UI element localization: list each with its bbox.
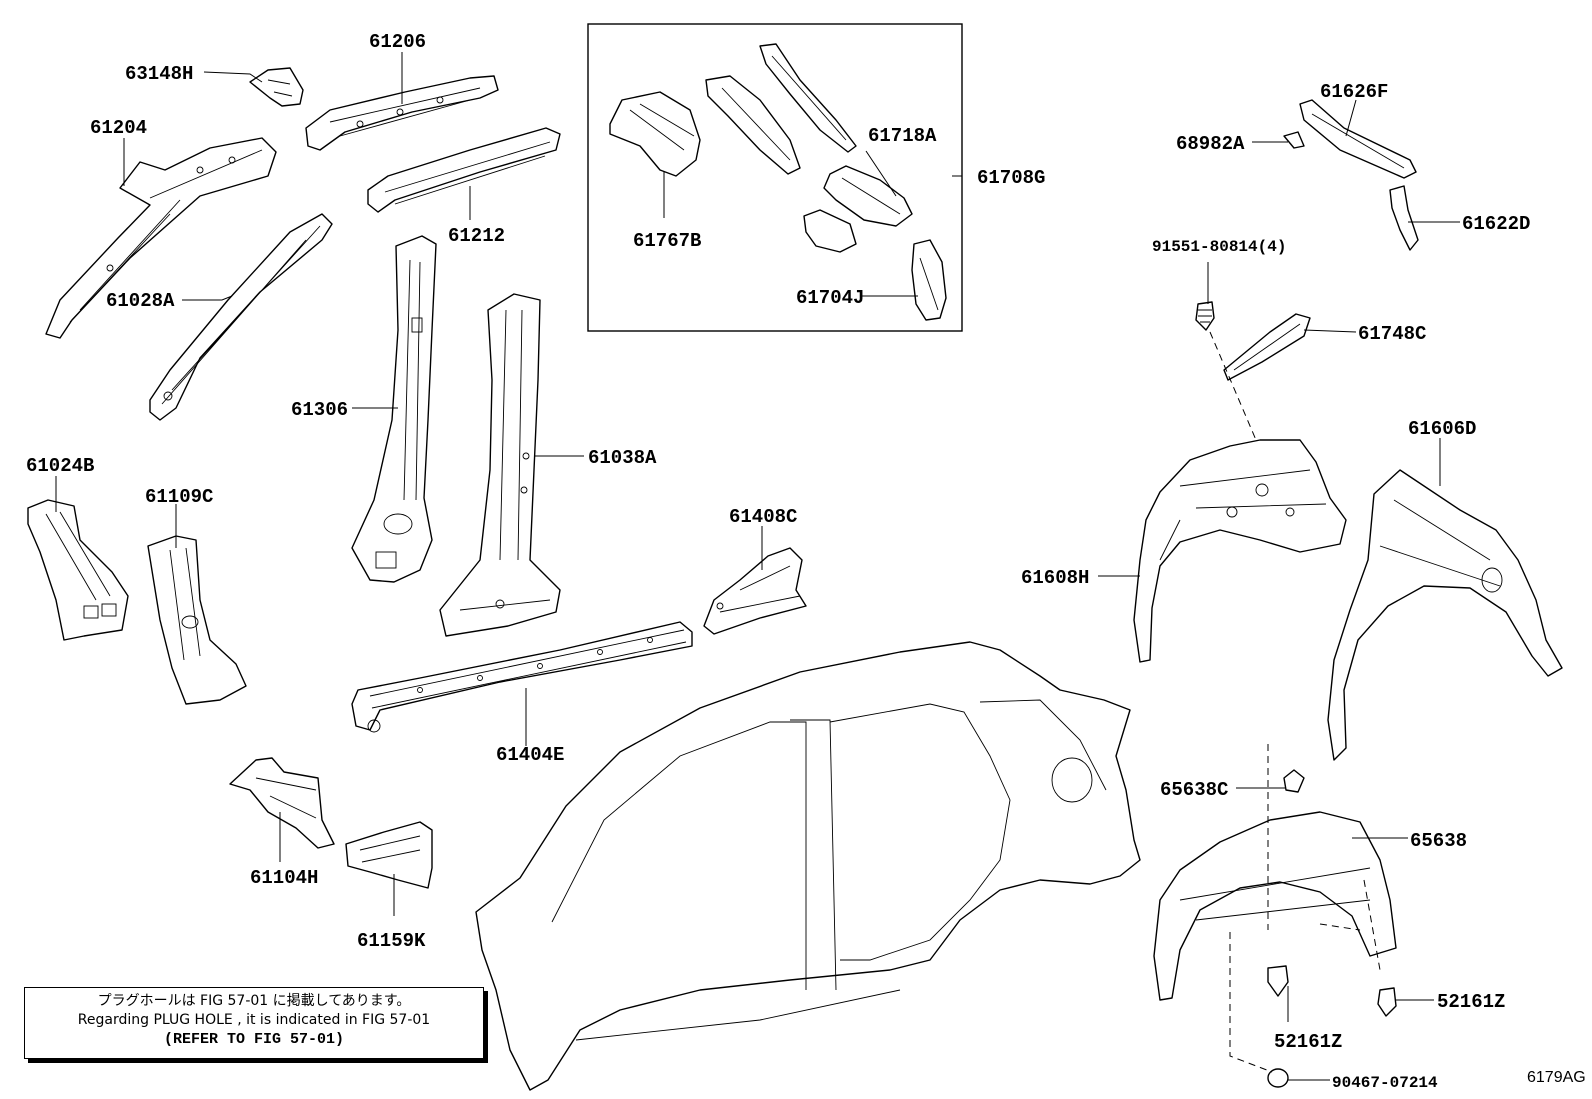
note-line-english: Regarding PLUG HOLE , it is indicated in… <box>77 1012 431 1028</box>
part-61024B[interactable] <box>27 499 129 641</box>
group-box-61708G <box>587 23 963 332</box>
label-61212[interactable]: 61212 <box>448 225 505 247</box>
label-61038A[interactable]: 61038A <box>588 447 657 469</box>
figure-id: 6179AG <box>1527 1069 1586 1086</box>
part-91551-bolt[interactable] <box>1195 301 1215 331</box>
label-65638[interactable]: 65638 <box>1410 830 1467 852</box>
leader-lines <box>55 24 1460 1081</box>
part-52161Z-b[interactable] <box>1377 987 1397 1017</box>
label-61028A[interactable]: 61028A <box>106 290 175 312</box>
part-61748C[interactable] <box>1223 313 1311 381</box>
label-61109C[interactable]: 61109C <box>145 486 213 508</box>
note-line-japanese: プラグホールは FIG 57-01 に掲載してあります。 <box>97 993 411 1009</box>
part-61404E[interactable] <box>351 621 693 733</box>
part-65638C[interactable] <box>1283 769 1305 793</box>
label-61408C[interactable]: 61408C <box>729 506 797 528</box>
part-side-body-outer[interactable] <box>475 641 1141 1091</box>
label-52161Z-a[interactable]: 52161Z <box>1274 1031 1342 1053</box>
label-61204[interactable]: 61204 <box>90 117 147 139</box>
label-52161Z-b[interactable]: 52161Z <box>1437 991 1505 1013</box>
part-61109C[interactable] <box>147 535 247 705</box>
part-61408C[interactable] <box>703 547 807 635</box>
part-61206[interactable] <box>305 75 499 151</box>
part-61767B[interactable] <box>609 91 701 177</box>
part-61718A[interactable] <box>823 165 913 227</box>
label-61206[interactable]: 61206 <box>369 31 426 53</box>
label-61404E[interactable]: 61404E <box>496 744 564 766</box>
label-61718A[interactable]: 61718A <box>868 125 937 147</box>
label-61704J[interactable]: 61704J <box>796 287 864 309</box>
part-61306[interactable] <box>351 235 437 583</box>
label-65638C[interactable]: 65638C <box>1160 779 1228 801</box>
label-61104H[interactable]: 61104H <box>250 867 318 889</box>
label-61306[interactable]: 61306 <box>291 399 348 421</box>
label-61767B[interactable]: 61767B <box>633 230 701 252</box>
part-61028A[interactable] <box>149 213 333 421</box>
part-52161Z-a[interactable] <box>1267 965 1289 997</box>
part-61212[interactable] <box>367 127 561 213</box>
plug-hole-note: プラグホールは FIG 57-01 に掲載してあります。 Regarding P… <box>24 987 484 1059</box>
label-61159K[interactable]: 61159K <box>357 930 426 952</box>
label-91551-80814[interactable]: 91551-80814(4) <box>1152 238 1286 256</box>
part-61718A-upper1[interactable] <box>705 75 801 175</box>
part-61704J[interactable] <box>911 239 947 321</box>
label-61608H[interactable]: 61608H <box>1021 567 1089 589</box>
part-61718A-upper2[interactable] <box>759 43 857 153</box>
assembly-dashed-lines <box>1209 331 1381 1073</box>
part-61718A-lower[interactable] <box>803 209 857 253</box>
label-68982A[interactable]: 68982A <box>1176 133 1245 155</box>
part-65638[interactable] <box>1153 811 1397 1001</box>
part-61204[interactable] <box>45 137 277 339</box>
label-61626F[interactable]: 61626F <box>1320 81 1388 103</box>
part-61608H[interactable] <box>1133 439 1347 663</box>
part-68982A[interactable] <box>1283 131 1305 149</box>
part-61159K[interactable] <box>345 821 433 889</box>
part-61626F[interactable] <box>1299 99 1417 179</box>
label-61748C[interactable]: 61748C <box>1358 323 1426 345</box>
label-61024B[interactable]: 61024B <box>26 455 94 477</box>
label-61708G[interactable]: 61708G <box>977 167 1045 189</box>
part-61606D[interactable] <box>1327 469 1563 761</box>
label-63148H[interactable]: 63148H <box>125 63 193 85</box>
part-61104H[interactable] <box>229 757 335 849</box>
note-reference-link[interactable]: (REFER TO FIG 57-01) <box>163 1031 345 1048</box>
part-61622D[interactable] <box>1389 185 1419 251</box>
part-63148H[interactable] <box>249 67 304 107</box>
part-labels: 63148H 61206 61204 61212 61028A 61306 61… <box>26 31 1530 1092</box>
label-90467-07214[interactable]: 90467-07214 <box>1332 1074 1438 1092</box>
part-90467-clip[interactable] <box>1267 1068 1289 1088</box>
part-61038A[interactable] <box>439 293 561 637</box>
label-61622D[interactable]: 61622D <box>1462 213 1530 235</box>
label-61606D[interactable]: 61606D <box>1408 418 1476 440</box>
